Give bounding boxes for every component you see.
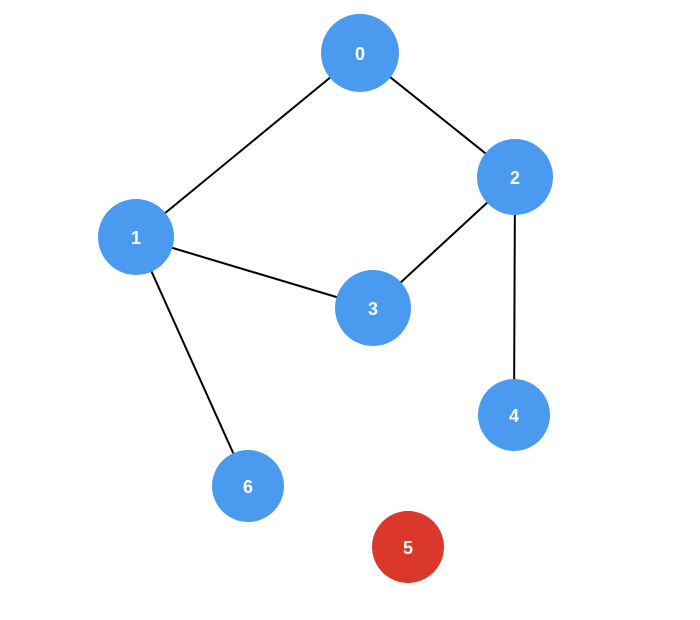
graph-node-4[interactable]: 4 xyxy=(478,379,550,451)
graph-edge-0-1 xyxy=(135,52,361,238)
graph-node-circle-3[interactable] xyxy=(335,270,411,346)
graph-node-circle-6[interactable] xyxy=(212,450,284,522)
graph-edge-1-6 xyxy=(135,236,249,487)
graph-node-0[interactable]: 0 xyxy=(321,14,399,92)
graph-node-circle-2[interactable] xyxy=(477,139,553,215)
edge-layer xyxy=(135,52,516,487)
graph-node-6[interactable]: 6 xyxy=(212,450,284,522)
graph-node-circle-1[interactable] xyxy=(98,199,174,275)
graph-node-1[interactable]: 1 xyxy=(98,199,174,275)
graph-edge-1-3 xyxy=(135,236,374,309)
graph-node-circle-4[interactable] xyxy=(478,379,550,451)
graph-node-5[interactable]: 5 xyxy=(372,511,444,583)
graph-node-circle-0[interactable] xyxy=(321,14,399,92)
graph-node-circle-5[interactable] xyxy=(372,511,444,583)
graph-edge-2-4 xyxy=(513,176,516,416)
graph-node-2[interactable]: 2 xyxy=(477,139,553,215)
graph-node-3[interactable]: 3 xyxy=(335,270,411,346)
